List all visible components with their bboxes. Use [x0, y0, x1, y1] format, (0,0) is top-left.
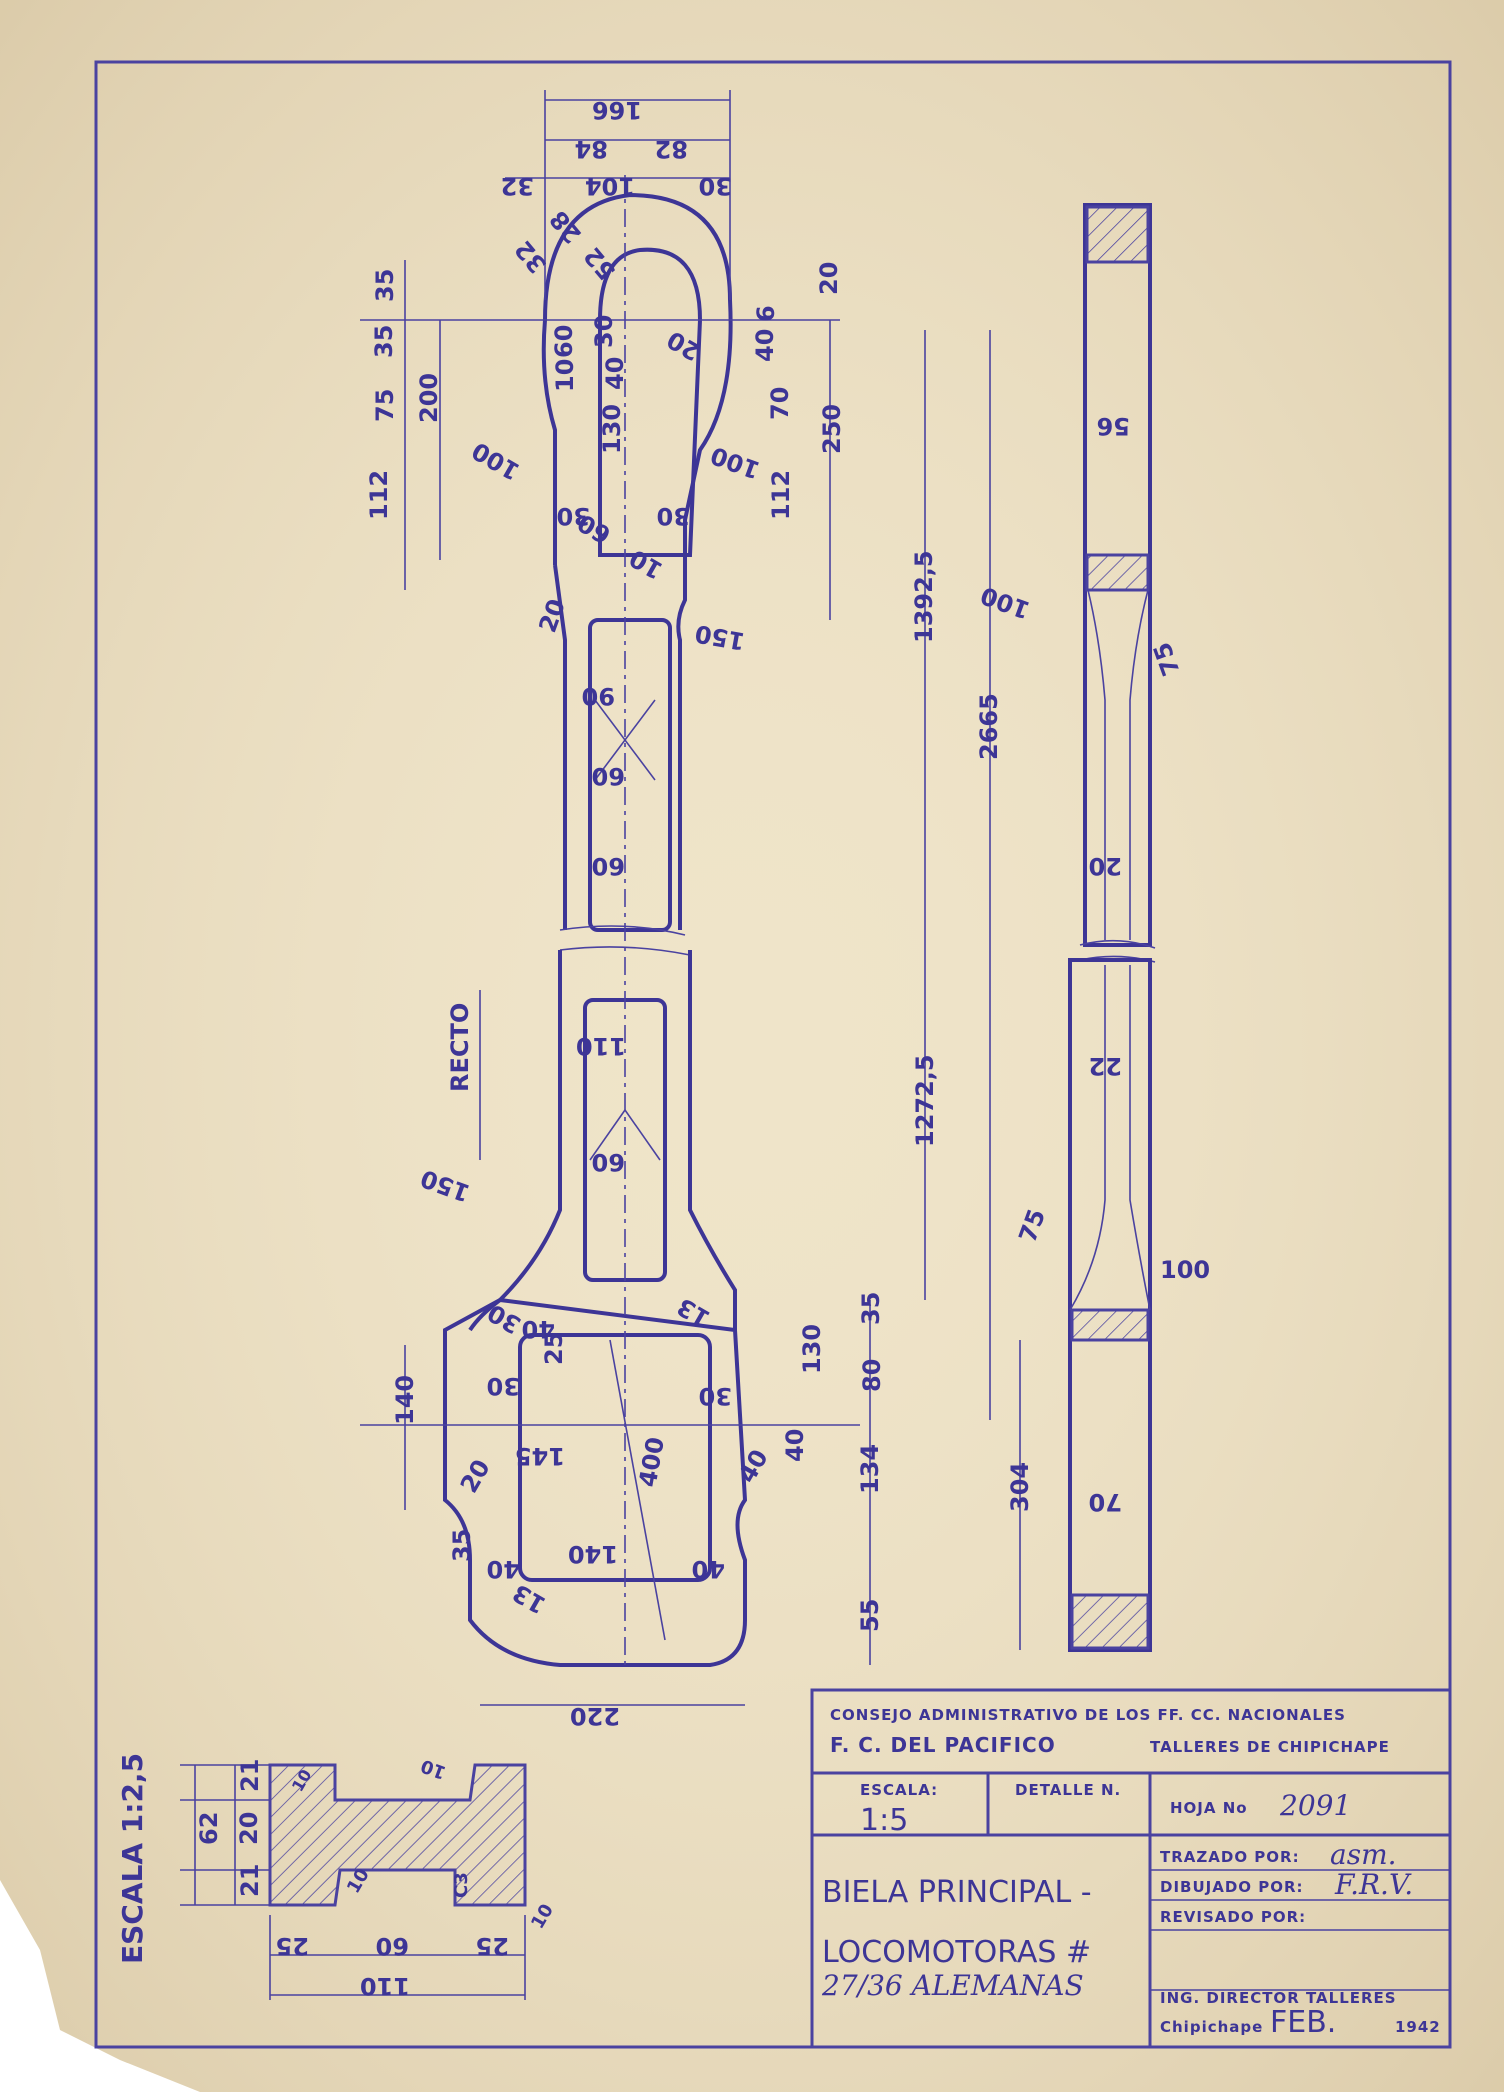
- dim-30e: 30: [487, 1372, 520, 1400]
- dim-2665: 2665: [975, 693, 1003, 760]
- tb-title-line3: 27/36 ALEMANAS: [821, 1969, 1084, 2002]
- tb-org-line1: CONSEJO ADMINISTRATIVO DE LOS FF. CC. NA…: [830, 1706, 1346, 1724]
- sec-dim-21a: 21: [236, 1759, 264, 1792]
- sec-dim-21b: 21: [236, 1864, 264, 1897]
- dim-70: 70: [1089, 1488, 1122, 1516]
- dim-304: 304: [1006, 1462, 1034, 1512]
- main-plan-view: [360, 90, 991, 1706]
- tb-dibujado-value: F.R.V.: [1334, 1868, 1413, 1901]
- tb-org-line2-right: TALLERES DE CHIPICHAPE: [1150, 1738, 1390, 1756]
- section-view: [180, 1763, 527, 2000]
- dim-220: 220: [570, 1702, 620, 1730]
- tb-title-line1: BIELA PRINCIPAL -: [822, 1875, 1092, 1910]
- dim-20e: 20: [1089, 852, 1122, 880]
- tb-detalle-label: DETALLE N.: [1015, 1781, 1121, 1799]
- dim-60c: 60: [592, 852, 625, 880]
- tb-title-line2: LOCOMOTORAS #: [822, 1935, 1091, 1970]
- sec-dim-c3: C3: [451, 1872, 472, 1898]
- sec-dim-60: 60: [376, 1932, 409, 1960]
- tb-escala-value: 1:5: [860, 1803, 908, 1838]
- dim-30b: 30: [557, 502, 590, 530]
- dim-75: 75: [371, 389, 399, 422]
- tb-hoja-label: HOJA No: [1170, 1799, 1248, 1817]
- dim-20: 20: [815, 262, 843, 295]
- sec-dim-62: 62: [195, 1812, 223, 1845]
- dim-100d: 100: [1160, 1256, 1210, 1284]
- sec-dim-25b: 25: [476, 1932, 509, 1960]
- dim-1392-5: 1392,5: [910, 550, 938, 643]
- sec-dim-20: 20: [235, 1812, 263, 1845]
- title-block: CONSEJO ADMINISTRATIVO DE LOS FF. CC. NA…: [810, 1688, 1452, 2049]
- dim-104: 104: [585, 172, 635, 200]
- torn-corner: [0, 1880, 200, 2092]
- drawing-border: [94, 60, 1452, 2049]
- section-scale-label: ESCALA 1:2,5: [116, 1753, 149, 1964]
- dim-30f: 30: [699, 1382, 732, 1410]
- dim-40c: 40: [522, 1315, 555, 1343]
- side-view: [1019, 203, 1156, 1652]
- tb-year: 1942: [1395, 2018, 1441, 2036]
- dim-40b: 40: [751, 329, 779, 362]
- tb-ing-label: ING. DIRECTOR TALLERES: [1160, 1989, 1397, 2007]
- dim-10b: 10: [551, 359, 579, 392]
- dim-112a: 112: [365, 470, 393, 520]
- dim-60b: 60: [592, 762, 625, 790]
- dim-112b: 112: [767, 470, 795, 520]
- dim-60e: 60: [550, 325, 578, 358]
- dim-70: 70: [766, 387, 794, 420]
- dim-22: 22: [1089, 1052, 1122, 1080]
- dim-40: 40: [601, 357, 629, 390]
- dim-134: 134: [856, 1444, 884, 1494]
- tb-revisado-label: REVISADO POR:: [1160, 1908, 1306, 1926]
- tb-place: Chipichape: [1160, 2018, 1263, 2036]
- dim-166: 166: [592, 96, 642, 124]
- dim-40f: 40: [487, 1555, 520, 1583]
- dim-130b: 130: [798, 1324, 826, 1374]
- sec-dim-110: 110: [360, 1972, 410, 2000]
- tb-hoja-value: 2091: [1279, 1789, 1351, 1822]
- dim-40g: 40: [692, 1555, 725, 1583]
- tb-escala-label: ESCALA:: [860, 1781, 938, 1799]
- dim-250: 250: [818, 404, 846, 454]
- dim-recto: RECTO: [446, 1003, 474, 1092]
- dim-6: 6: [752, 305, 780, 322]
- dim-140a: 140: [391, 1375, 419, 1425]
- dim-80: 80: [858, 1359, 886, 1392]
- tb-org-line2-left: F. C. DEL PACIFICO: [830, 1733, 1056, 1757]
- dim-1272-5: 1272,5: [911, 1054, 939, 1147]
- dim-110: 110: [576, 1032, 626, 1060]
- dim-82: 82: [655, 135, 688, 163]
- dim-30c: 30: [657, 502, 690, 530]
- dim-60d: 60: [592, 1148, 625, 1176]
- tb-trazado-value: asm.: [1330, 1838, 1397, 1871]
- dim-55: 55: [856, 1599, 884, 1632]
- tb-dibujado-label: DIBUJADO POR:: [1160, 1878, 1304, 1896]
- dim-32: 32: [501, 172, 534, 200]
- dim-30: 30: [699, 172, 732, 200]
- dim-35b: 35: [370, 325, 398, 358]
- sec-dim-25a: 25: [276, 1932, 309, 1960]
- tb-month: FEB.: [1270, 2005, 1336, 2040]
- dim-90: 90: [582, 682, 615, 710]
- dim-140b: 140: [568, 1540, 618, 1568]
- dim-35a: 35: [371, 269, 399, 302]
- dim-25: 25: [540, 1332, 568, 1365]
- dim-35c: 35: [857, 1292, 885, 1325]
- dim-145: 145: [515, 1442, 565, 1470]
- dim-84: 84: [575, 135, 608, 163]
- tb-trazado-label: TRAZADO POR:: [1160, 1848, 1300, 1866]
- dim-40d: 40: [781, 1429, 809, 1462]
- dim-130: 130: [598, 404, 626, 454]
- dim-35d: 35: [448, 1529, 476, 1562]
- dim-200: 200: [415, 373, 443, 423]
- dim-30a: 30: [590, 315, 618, 348]
- dim-56: 56: [1097, 412, 1130, 440]
